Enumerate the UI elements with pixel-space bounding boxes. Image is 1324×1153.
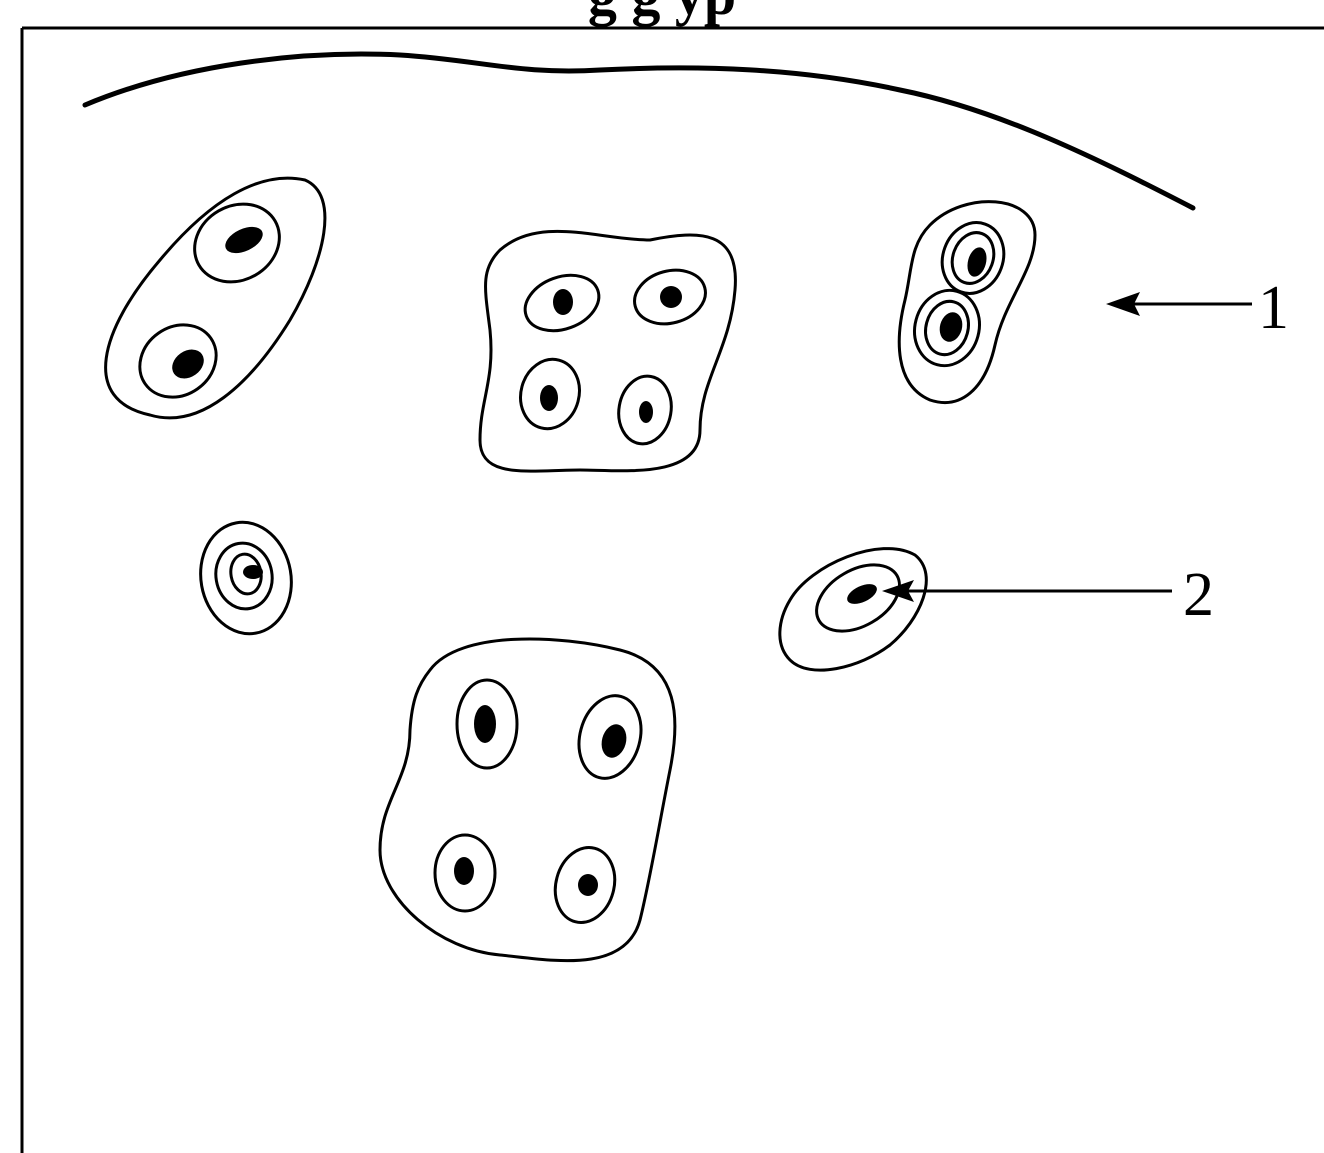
lacuna [455,678,519,770]
lacuna-capsule [478,229,737,473]
lacuna-inner [950,231,996,285]
single-cell-right [778,547,928,672]
lacuna-capsule [897,200,1037,405]
nucleus [225,226,263,254]
frame [20,26,1324,1153]
cell-nest-top-middle [478,229,737,473]
lacuna [138,323,218,399]
nucleus [578,874,598,896]
nucleus [660,286,682,308]
cropped-heading: g g yp [588,0,736,27]
nucleus [847,584,877,604]
label-1-pointer: 1 [1106,274,1289,342]
lacuna [815,563,901,633]
lacuna [193,202,281,284]
lacuna-capsule [378,637,677,963]
perichondrium-curve [82,51,1196,211]
lacuna [523,273,601,333]
nucleus [639,401,653,423]
nucleus [540,385,558,411]
nucleus [172,349,204,379]
label-1-arrowhead [1106,292,1140,316]
label-1: 1 [1258,274,1289,342]
lacuna-capsule [199,520,293,636]
lacuna [214,541,274,611]
cell-nest-top-right [897,200,1037,405]
lacuna [633,268,707,326]
lacuna-capsule [778,547,928,672]
label-2: 2 [1183,561,1214,629]
nucleus [967,247,987,277]
lacuna [577,694,643,780]
lacuna-capsule [104,176,327,420]
nucleus [939,312,963,342]
cell-nest-top-left [104,176,327,420]
nucleus [601,724,627,758]
lacuna [617,374,673,446]
nucleus [454,857,474,885]
lacuna [553,846,617,924]
single-cell-left [199,520,293,636]
nucleus [553,289,573,315]
cell-nest-bottom [378,637,677,963]
label-2-pointer: 2 [882,561,1214,629]
nucleus [243,565,263,579]
nucleus [474,705,496,743]
lacuna [913,288,981,368]
lacuna [433,833,497,913]
label-2-arrowhead [882,580,914,602]
lacuna [519,357,581,431]
lacuna-inner [924,299,970,357]
